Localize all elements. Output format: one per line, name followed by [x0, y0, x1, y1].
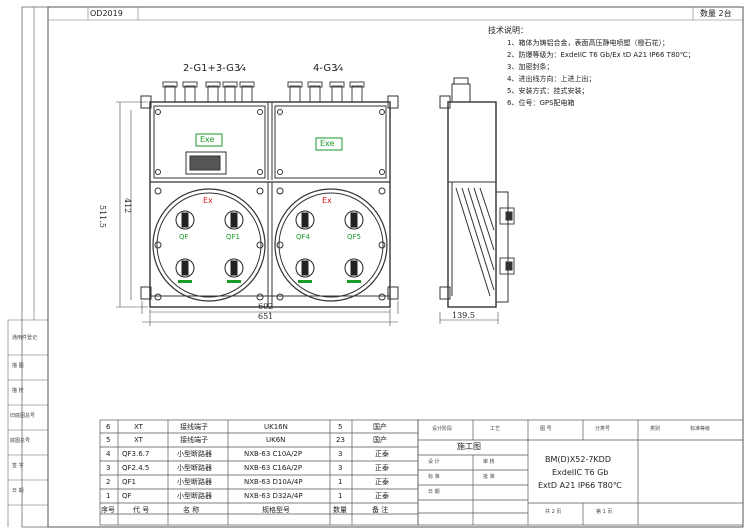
tb-product-marking-1: ExdeIIC T6 Gb [552, 468, 609, 477]
tb-product-marking-2: ExtD A21 IP66 T80℃ [538, 481, 622, 490]
tb-small-cell: 审 核 [483, 459, 495, 465]
bom-row-note: 正泰 [375, 492, 389, 500]
bom-row-note: 国产 [373, 423, 387, 431]
bom-row-spec: NXB-63 C16A/2P [244, 464, 303, 472]
bom-row-code: QF1 [122, 478, 136, 486]
dim-width-outer: 651 [258, 312, 274, 321]
tb-small-cell: 批 准 [483, 474, 495, 480]
breaker-label-qf1: QF1 [226, 233, 240, 241]
exe-label-right: Exe [320, 139, 335, 148]
bom-row-qty: 1 [338, 478, 343, 486]
dim-top-left: 2-G1+3-G3⁄₄ [183, 63, 246, 74]
strip-label-6: 日 期 [12, 488, 24, 494]
bom-row-note: 正泰 [375, 478, 389, 486]
strip-label-2: 描 校 [12, 388, 24, 394]
bom-row-code: QF [122, 492, 132, 500]
exe-label-left: Exe [200, 135, 215, 144]
tech-item-1: 1、箱体为铸铝合金，表面高压静电喷塑（橙石花）； [507, 39, 669, 47]
strip-label-1: 描 图 [12, 363, 24, 369]
bom-row-no: 2 [106, 478, 111, 486]
dim-top-right: 4-G3⁄₄ [313, 63, 344, 74]
bom-row-spec: UK16N [264, 423, 288, 431]
bom-row-no: 1 [106, 492, 111, 500]
tb-page-current: 第 1 页 [596, 509, 613, 515]
breaker-label-qf5: QF5 [347, 233, 361, 241]
bom-header-no: 序号 [101, 506, 115, 514]
bom-row-note: 正泰 [375, 450, 389, 458]
tech-heading: 技术说明： [488, 26, 528, 35]
tb-cell: 分类号 [595, 426, 611, 432]
breaker-label-qf: QF [179, 233, 189, 241]
bom-row-name: 小型断路器 [177, 492, 212, 500]
bom-row-name: 小型断路器 [177, 464, 212, 472]
tb-page-total: 共 2 页 [545, 509, 562, 515]
bom-row-name: 小型断路器 [177, 478, 212, 486]
tb-cell: 设计阶段 [432, 426, 453, 432]
tb-small-cell: 设 计 [428, 459, 440, 465]
bom-row-qty: 23 [336, 436, 345, 444]
bom-row-spec: NXB-63 D10A/4P [244, 478, 303, 486]
tb-small-cell: 标 准 [428, 474, 440, 480]
bom-row-code: XT [134, 436, 143, 444]
bom-header-name: 名 称 [183, 506, 200, 514]
bom-header-note: 备 注 [372, 506, 389, 514]
tech-item-5: 5、安装方式：挂式安装； [507, 87, 589, 95]
strip-label-5: 签 字 [12, 463, 24, 469]
bom-row-code: XT [134, 423, 143, 431]
bom-row-qty: 3 [338, 464, 343, 472]
bom-header-qty: 数量 [333, 506, 347, 514]
sheet-count-label: 数量 2台 [700, 9, 732, 18]
bom-row-note: 国产 [373, 436, 387, 444]
bom-row-no: 3 [106, 464, 111, 472]
tb-product-model: BM(D)X52-7KDD [545, 455, 611, 464]
bom-row-spec: NXB-63 D32A/4P [244, 492, 303, 500]
tech-item-4: 4、进出线方向：上进上出； [507, 75, 596, 83]
bom-row-name: 接线端子 [180, 423, 208, 431]
tb-small-cell: 日 期 [428, 489, 440, 495]
strip-label-3: 旧底图总号 [10, 413, 36, 419]
bom-row-spec: NXB-63 C10A/2P [244, 450, 303, 458]
ex-mark-right: Ex [322, 196, 332, 205]
tb-cell: 类别 [650, 426, 661, 432]
dim-depth: 139.5 [452, 311, 475, 320]
bom-row-code: QF3.6.7 [122, 450, 150, 458]
bom-row-spec: UK6N [266, 436, 286, 444]
dim-width-inner: 602 [258, 302, 274, 311]
bom-row-qty: 3 [338, 450, 343, 458]
bom-row-name: 小型断路器 [177, 450, 212, 458]
bom-row-qty: 5 [338, 423, 343, 431]
strip-label-0: 通用件登记 [12, 335, 38, 341]
tb-cell: 工艺 [490, 426, 501, 432]
tech-item-2: 2、防爆等级为：ExdeIIC T6 Gb/Ex tD A21 IP66 T80… [507, 51, 695, 59]
dim-height-inner: 412 [123, 198, 132, 214]
dim-height-outer: 511.5 [98, 205, 107, 228]
breaker-label-qf4: QF4 [296, 233, 310, 241]
bom-row-code: QF2.4.5 [122, 464, 150, 472]
tech-item-3: 3、加密封条； [507, 63, 554, 71]
ex-mark-left: Ex [203, 196, 213, 205]
bom-row-no: 5 [106, 436, 111, 444]
tb-construction: 施工图 [457, 442, 481, 451]
bom-row-no: 6 [106, 423, 111, 431]
tb-cell: 标准等级 [690, 426, 711, 432]
strip-label-4: 底图总号 [10, 438, 31, 444]
bom-header-spec: 规格型号 [262, 506, 290, 514]
bom-row-no: 4 [106, 450, 111, 458]
tech-item-6: 6、位号：GPS配电箱 [507, 99, 575, 107]
bom-header-code: 代 号 [133, 506, 150, 514]
bom-row-note: 正泰 [375, 464, 389, 472]
tb-cell: 图 号 [540, 426, 552, 432]
drawing-code: OD2019 [90, 9, 123, 18]
bom-row-name: 接线端子 [180, 436, 208, 444]
bom-row-qty: 1 [338, 492, 343, 500]
